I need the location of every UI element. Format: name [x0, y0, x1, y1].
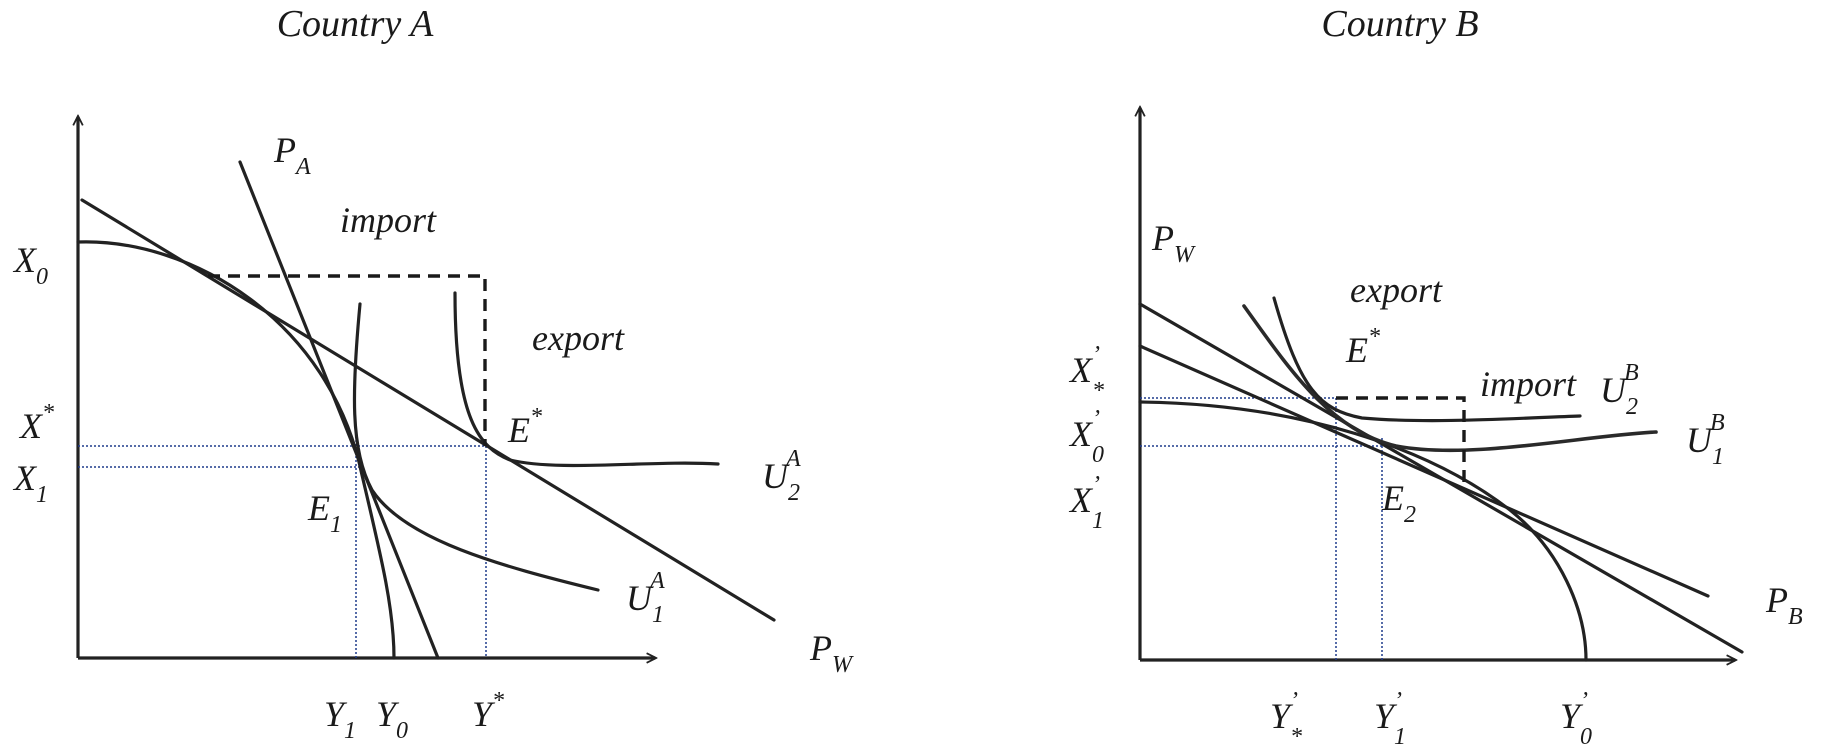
curve-u2-b: [1272, 296, 1582, 423]
label-b-import: import: [1480, 364, 1577, 404]
label-a-u2: U2A: [762, 446, 801, 506]
label-a-import: import: [340, 200, 437, 240]
title-country-a: Country A: [277, 3, 434, 45]
label-b-u2: U2B: [1600, 360, 1639, 420]
ppf-country-a: [76, 240, 396, 660]
label-a-e1: E1: [307, 488, 342, 538]
label-b-y1: Y’1: [1374, 688, 1406, 750]
trade-triangle-a: [208, 274, 487, 446]
label-a-x1: X1: [12, 458, 48, 508]
line-b-pb: [1138, 344, 1710, 598]
label-a-ystar: Y*: [472, 688, 504, 734]
curve-u2-a: [453, 291, 720, 468]
label-b-e2: E2: [1381, 478, 1416, 528]
ppf-country-b: [1138, 400, 1588, 662]
label-b-x1: X’1: [1068, 472, 1104, 534]
label-a-pa: PA: [273, 130, 311, 180]
label-b-pb: PB: [1765, 580, 1803, 630]
label-a-export: export: [532, 318, 625, 358]
title-country-b: Country B: [1321, 3, 1478, 45]
label-a-y0: Y0: [376, 694, 408, 744]
label-a-xstar: X*: [18, 400, 54, 446]
trade-triangle-b: [1336, 396, 1466, 484]
line-a-pa: [238, 160, 440, 660]
label-b-export: export: [1350, 270, 1443, 310]
curve-u1-a: [352, 302, 600, 592]
label-a-u1: U1A: [626, 568, 665, 628]
label-b-pw: PW: [1151, 218, 1196, 268]
label-b-y-star: Y’*: [1270, 688, 1302, 750]
label-b-estar: E*: [1345, 324, 1380, 370]
line-a-pw: [80, 198, 776, 622]
label-a-estar: E*: [507, 404, 542, 450]
panel-country-a: Country A PA import export X0 X* X1 E* E…: [12, 3, 854, 744]
panel-country-b: Country B PW export E* import U2B U1B E2…: [1068, 3, 1803, 750]
curve-u1-b: [1242, 304, 1658, 453]
label-b-x0: X’0: [1068, 406, 1104, 468]
label-b-u1: U1B: [1686, 410, 1725, 470]
label-b-x-star: X’*: [1068, 342, 1104, 404]
label-a-y1: Y1: [324, 694, 356, 744]
label-b-y0: Y’0: [1560, 688, 1592, 750]
label-a-pw: PW: [809, 628, 854, 678]
label-a-x0: X0: [12, 240, 48, 290]
